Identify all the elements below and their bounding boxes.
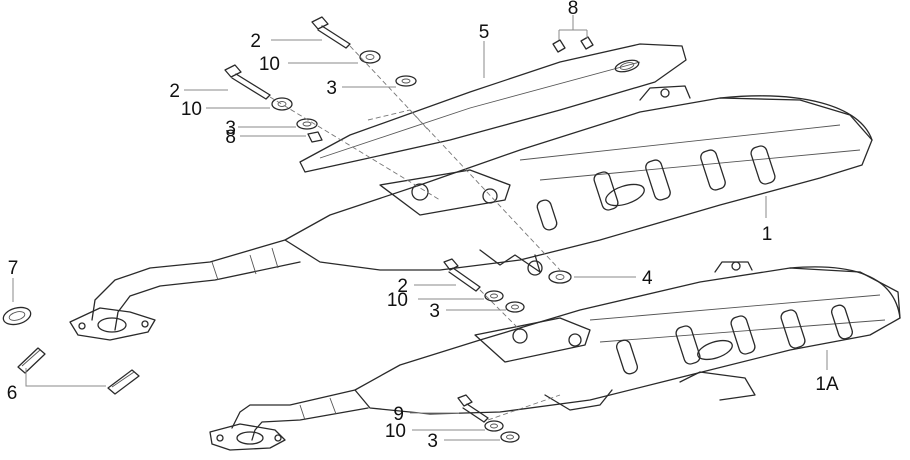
stud-6-right bbox=[107, 369, 140, 395]
callout-labels: 2 10 3 2 10 3 8 5 8 1 4 2 10 3 7 6 1A 9 … bbox=[7, 0, 839, 452]
bolt-2-upper bbox=[224, 64, 271, 100]
label-7: 7 bbox=[8, 258, 19, 279]
label-2-lower: 2 bbox=[397, 276, 408, 297]
nut-3-top bbox=[395, 75, 417, 87]
label-9: 9 bbox=[393, 404, 404, 425]
washer-10-top bbox=[359, 50, 381, 64]
nut-3-bottom bbox=[500, 431, 520, 443]
label-10-upper: 10 bbox=[181, 99, 202, 120]
label-2-upper: 2 bbox=[169, 81, 180, 102]
muffler-1a bbox=[209, 261, 901, 451]
label-6: 6 bbox=[7, 383, 18, 404]
screws-8-top bbox=[552, 36, 594, 53]
stud-6-left bbox=[17, 347, 46, 374]
label-5: 5 bbox=[479, 22, 490, 43]
screw-8-left bbox=[307, 131, 323, 143]
assembly-lines bbox=[269, 45, 561, 421]
label-10-top: 10 bbox=[259, 54, 280, 75]
leader-lines bbox=[12, 15, 828, 441]
label-2-top: 2 bbox=[250, 31, 261, 52]
heat-shield-5 bbox=[299, 43, 687, 173]
washer-10-bottom bbox=[484, 420, 504, 432]
nut-3-lower bbox=[505, 301, 525, 313]
washer-10-upper bbox=[271, 97, 293, 111]
label-3-upper: 3 bbox=[225, 118, 236, 139]
bolt-2-top bbox=[311, 16, 351, 49]
label-3-lower: 3 bbox=[429, 301, 440, 322]
label-10-lower: 10 bbox=[387, 290, 408, 311]
label-3-top: 3 bbox=[326, 78, 337, 99]
washer-10-lower bbox=[484, 290, 504, 302]
label-8-top: 8 bbox=[568, 0, 579, 19]
gasket-7 bbox=[2, 306, 32, 326]
bolt-9 bbox=[457, 394, 489, 423]
label-10-bottom: 10 bbox=[385, 421, 406, 442]
bolt-2-lower bbox=[443, 258, 481, 292]
label-1a: 1A bbox=[815, 374, 839, 395]
label-3-bottom: 3 bbox=[427, 431, 438, 452]
label-8-left: 8 bbox=[225, 127, 236, 148]
muffler-1 bbox=[69, 85, 873, 341]
label-4: 4 bbox=[642, 268, 653, 289]
washer-4 bbox=[548, 270, 572, 284]
label-1: 1 bbox=[762, 224, 773, 245]
